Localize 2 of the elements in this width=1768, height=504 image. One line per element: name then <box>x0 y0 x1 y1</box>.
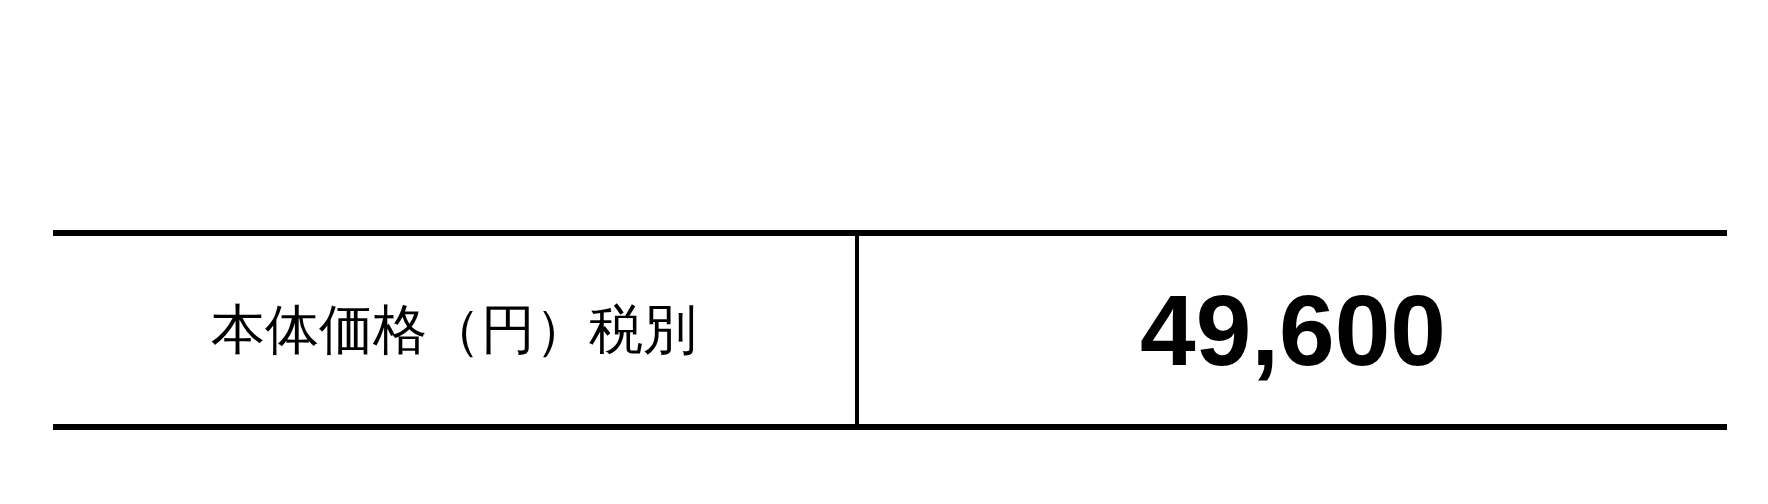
price-label: 本体価格（円）税別 <box>211 297 697 361</box>
price-value: 49,600 <box>1140 273 1446 386</box>
